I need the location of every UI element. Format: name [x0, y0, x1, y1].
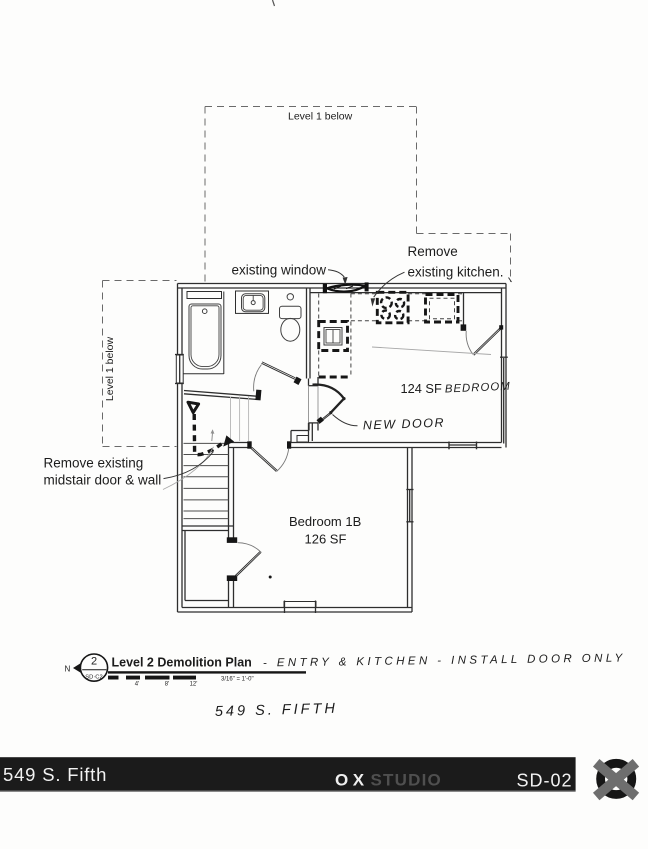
svg-text:12': 12': [190, 682, 198, 688]
svg-text:OX: OX: [335, 771, 369, 790]
svg-text:Remove existing: Remove existing: [44, 456, 144, 471]
svg-text:Level 1 below: Level 1 below: [104, 336, 116, 401]
svg-text:midstair door & wall: midstair door & wall: [44, 473, 162, 488]
svg-text:existing window: existing window: [232, 263, 327, 278]
svg-text:- ENTRY & KITCHEN - INSTALL DO: - ENTRY & KITCHEN - INSTALL DOOR ONLY: [263, 652, 626, 669]
svg-text:3/16" = 1'-0": 3/16" = 1'-0": [221, 677, 254, 683]
svg-text:8': 8': [165, 682, 169, 688]
svg-text:Remove: Remove: [408, 244, 458, 259]
svg-text:Bedroom 1B: Bedroom 1B: [289, 514, 361, 529]
svg-text:SD-02: SD-02: [517, 771, 573, 791]
svg-text:existing kitchen.: existing kitchen.: [408, 265, 504, 280]
svg-text:STUDIO: STUDIO: [371, 771, 442, 790]
svg-text:BEDROOM: BEDROOM: [445, 381, 511, 396]
svg-text:4': 4': [135, 682, 139, 688]
svg-text:124 SF: 124 SF: [401, 381, 442, 396]
svg-text:SD·C2: SD·C2: [85, 675, 102, 681]
svg-text:549 S. FIFTH: 549 S. FIFTH: [215, 701, 338, 720]
svg-text:126 SF: 126 SF: [305, 532, 347, 547]
svg-text:Level 2 Demolition Plan: Level 2 Demolition Plan: [112, 656, 252, 670]
svg-text:2: 2: [91, 656, 97, 668]
svg-text:Level 1 below: Level 1 below: [288, 111, 353, 123]
svg-text:N: N: [65, 665, 71, 674]
svg-text:NEW DOOR: NEW DOOR: [363, 416, 446, 433]
svg-text:549 S. Fifth: 549 S. Fifth: [3, 764, 107, 785]
